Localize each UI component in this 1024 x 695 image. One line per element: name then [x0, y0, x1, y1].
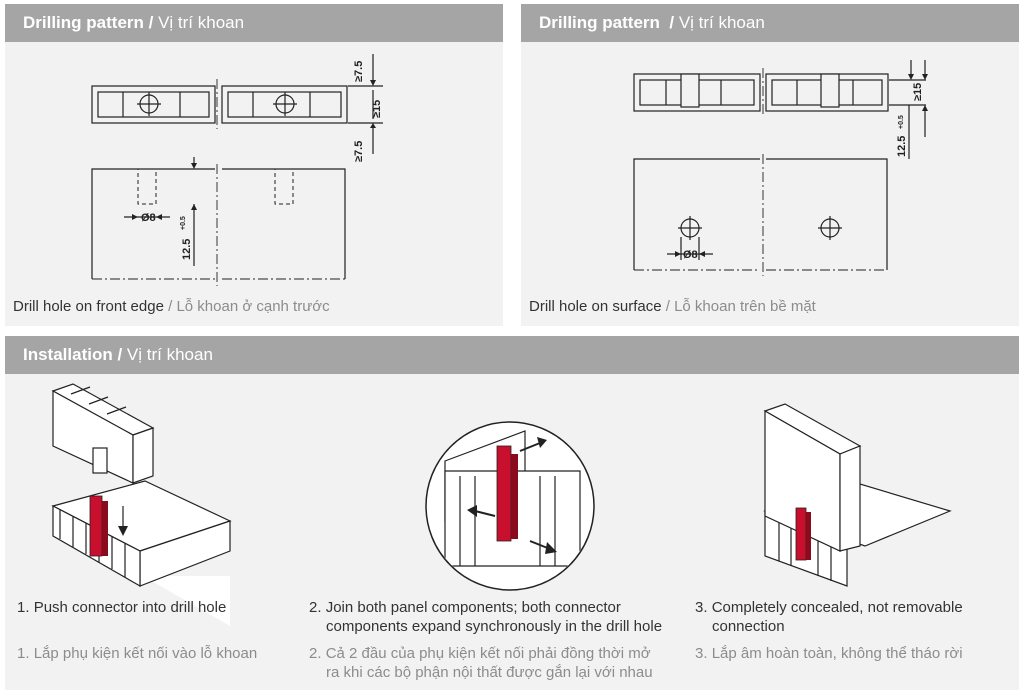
step2-vi: 2. Cả 2 đầu của phụ kiện kết nối phải đồ…: [309, 644, 653, 682]
drilling-surface-panel: Drilling pattern / Vị trí khoan ≥1: [521, 4, 1019, 326]
step1-vi-text: Lắp phụ kiện kết nối vào lỗ khoan: [33, 645, 258, 662]
installation-title-vi: Vị trí khoan: [126, 345, 213, 364]
step1-illustration: [51, 383, 232, 626]
front-dimension-stack: ≥7.5 ≥15 ≥7.5: [348, 54, 383, 162]
step3-en-line1: Completely concealed, not removable: [711, 599, 963, 616]
drilling-front-panel: Drilling pattern / Vị trí khoan: [5, 4, 503, 326]
surface-dim-mid: ≥15: [912, 83, 924, 101]
surface-dim-depth: 12.5: [896, 136, 908, 157]
installation-header: Installation / Vị trí khoan: [5, 336, 1019, 374]
step2-en-line2: components expand synchronously in the d…: [326, 618, 663, 635]
front-side-view: Ø8 12.5 +0.5: [91, 157, 346, 286]
drilling-surface-caption-en: Drill hole on surface: [529, 298, 662, 315]
surface-dim-dia: Ø8: [683, 249, 698, 261]
installation-title-en: Installation: [23, 345, 113, 364]
step1-vi: 1. Lắp phụ kiện kết nối vào lỗ khoan: [17, 644, 257, 663]
drilling-front-title-vi: Vị trí khoan: [158, 13, 245, 32]
drilling-surface-title-vi: Vị trí khoan: [678, 13, 765, 32]
step1-en-num: 1.: [17, 599, 30, 616]
step2-vi-line1: Cả 2 đầu của phụ kiện kết nối phải đồng …: [325, 645, 651, 662]
installation-panel: Installation / Vị trí khoan: [5, 336, 1019, 690]
step2-en: 2. Join both panel components; both conn…: [309, 598, 662, 636]
drilling-front-title-en: Drilling pattern: [23, 13, 144, 32]
drilling-front-caption: Drill hole on front edge / Lỗ khoan ở cạ…: [13, 298, 330, 315]
drilling-surface-header: Drilling pattern / Vị trí khoan: [521, 4, 1019, 42]
step1-en: 1. Push connector into drill hole: [17, 598, 226, 617]
step1-vi-num: 1.: [17, 645, 30, 662]
step3-vi: 3. Lắp âm hoàn toàn, không thể tháo rời: [695, 644, 963, 663]
front-dim-mid: ≥15: [371, 100, 383, 118]
step2-en-line1: Join both panel components; both connect…: [325, 599, 621, 616]
step2-connector: [496, 445, 512, 542]
step3-en-num: 3.: [695, 599, 708, 616]
drilling-surface-title-en: Drilling pattern: [539, 13, 660, 32]
drilling-front-caption-vi: Lỗ khoan ở cạnh trước: [176, 298, 330, 315]
step2-illustration: [425, 421, 595, 591]
front-top-view: [91, 79, 348, 129]
step3-connector: [795, 507, 807, 561]
front-dim-depth: 12.5: [181, 239, 193, 260]
front-dim-tol: +0.5: [180, 216, 187, 230]
step1-en-text: Push connector into drill hole: [33, 599, 227, 616]
front-dim-bot: ≥7.5: [353, 141, 365, 162]
step2-vi-num: 2.: [309, 645, 322, 662]
drilling-surface-caption-vi: Lỗ khoan trên bề mặt: [674, 298, 816, 315]
step2-en-num: 2.: [309, 599, 322, 616]
step2-vi-line2: ra khi các bộ phận nội thất được gắn lại…: [326, 664, 653, 681]
front-dim-dia: Ø8: [141, 212, 156, 224]
installation-drawing: [51, 383, 952, 626]
front-dim-top: ≥7.5: [353, 61, 365, 82]
step3-vi-num: 3.: [695, 645, 708, 662]
step3-vi-text: Lắp âm hoàn toàn, không thể tháo rời: [711, 645, 963, 662]
surface-dimension-stack: ≥15 12.5 +0.5: [889, 60, 928, 159]
step3-en-line2: connection: [712, 618, 785, 635]
step3-en: 3. Completely concealed, not removable co…: [695, 598, 963, 636]
surface-front-view: Ø8: [633, 154, 888, 276]
drilling-surface-caption: Drill hole on surface / Lỗ khoan trên bề…: [529, 298, 816, 315]
step1-connector: [89, 495, 103, 557]
step3-illustration: [763, 403, 952, 587]
drilling-front-caption-en: Drill hole on front edge: [13, 298, 164, 315]
surface-top-view: [633, 68, 889, 116]
drilling-front-header: Drilling pattern / Vị trí khoan: [5, 4, 503, 42]
surface-dim-tol: +0.5: [898, 115, 905, 129]
front-edge-drawing: ≥7.5 ≥15 ≥7.5 Ø8 12.5 +0.5: [91, 54, 383, 286]
surface-drawing: ≥15 12.5 +0.5 Ø8: [633, 60, 928, 276]
